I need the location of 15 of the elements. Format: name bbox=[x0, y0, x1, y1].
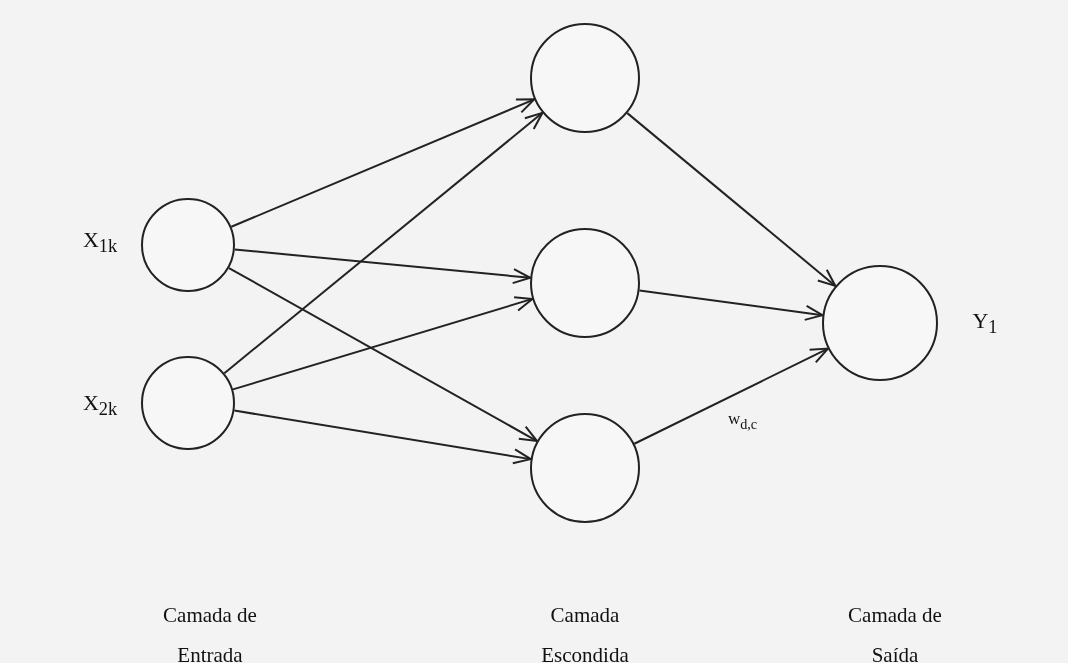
variable-label: Y$_{1}$ bbox=[972, 307, 998, 339]
layer-label: Camada de Entrada bbox=[162, 602, 258, 663]
variable-label: X$_{2k}$ bbox=[82, 389, 118, 421]
arrow bbox=[626, 112, 837, 287]
variable-label: X$_{1k}$ bbox=[82, 226, 118, 258]
arrow bbox=[633, 347, 829, 445]
layer-label: Camada de Saída bbox=[847, 602, 943, 663]
arrow bbox=[223, 111, 544, 375]
arrow bbox=[228, 267, 539, 443]
arrow bbox=[233, 248, 532, 285]
arrow bbox=[232, 296, 534, 391]
arrow bbox=[638, 289, 824, 321]
arrow bbox=[230, 98, 536, 228]
arrow bbox=[233, 409, 532, 465]
layer-label: Camada Escondida bbox=[540, 602, 630, 663]
